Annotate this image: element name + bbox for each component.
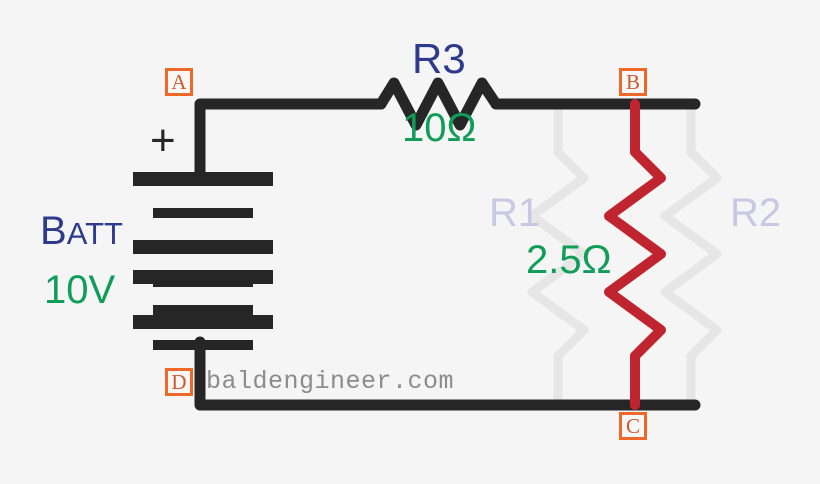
battery-name-label: BATT <box>40 211 123 251</box>
node-label-d-letter: D <box>168 371 190 393</box>
watermark-text: baldengineer.com <box>206 367 455 396</box>
resistor-middle-symbol <box>604 99 666 410</box>
node-label-b-letter: B <box>622 71 644 93</box>
resistor-r2-name-label: R2 <box>730 191 782 235</box>
battery-plate-long-2 <box>133 240 273 254</box>
battery-symbol-plates-lower <box>133 270 273 350</box>
resistor-r1-symbol <box>527 100 589 410</box>
battery-plate-short-3 <box>153 305 253 315</box>
wire-bottom <box>194 336 701 411</box>
battery-value-label: 10V <box>44 268 116 312</box>
node-label-c-letter: C <box>622 415 644 437</box>
resistor-middle-value-label: 2.5Ω <box>526 238 612 282</box>
node-label-a: A <box>165 68 193 96</box>
battery-name-rest: ATT <box>66 216 123 251</box>
node-label-a-letter: A <box>168 71 190 93</box>
node-label-b: B <box>619 68 647 96</box>
resistor-r2-symbol <box>660 100 722 410</box>
wire-top <box>194 98 701 186</box>
battery-name-first-letter: B <box>40 209 67 253</box>
resistor-r3-value-label: 10Ω <box>402 106 477 150</box>
battery-plate-short-1 <box>153 208 253 218</box>
battery-plate-long-3 <box>133 270 273 284</box>
resistor-r3-symbol <box>375 77 516 131</box>
battery-plate-long-4 <box>133 315 273 329</box>
battery-plate-long-1 <box>133 172 273 186</box>
node-label-c: C <box>619 412 647 440</box>
resistor-r3-name-label: R3 <box>412 35 466 82</box>
resistor-r1-name-label: R1 <box>489 191 541 235</box>
node-label-d: D <box>165 368 193 396</box>
battery-plate-short-4 <box>153 340 253 350</box>
battery-polarity-plus-label: + <box>150 116 176 165</box>
